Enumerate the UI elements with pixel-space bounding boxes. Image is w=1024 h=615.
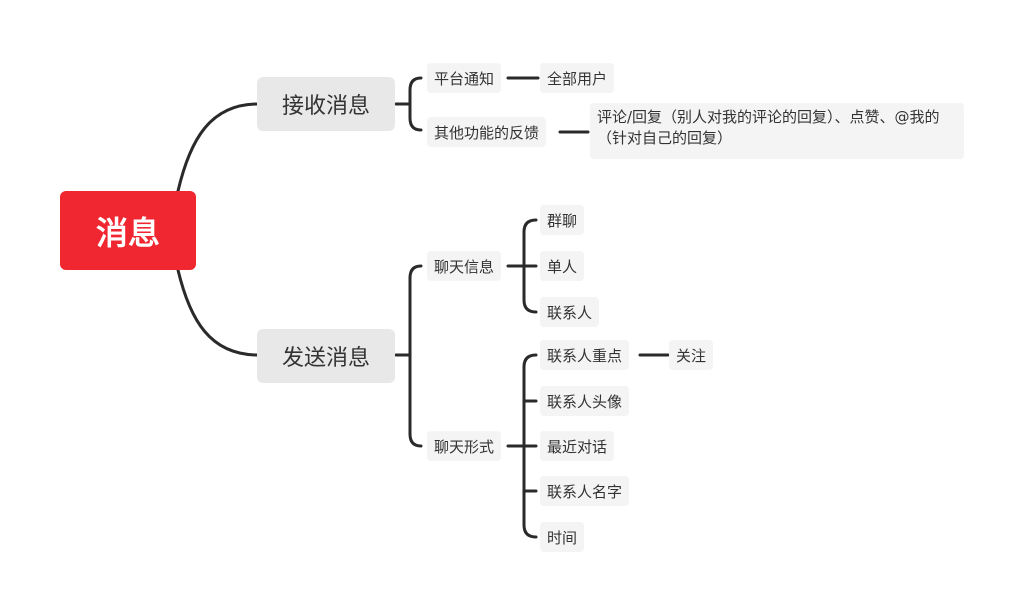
branch-send[interactable]: 发送消息 — [257, 329, 395, 383]
root-node[interactable]: 消息 — [60, 191, 196, 270]
node-contact-avatar[interactable]: 联系人头像 — [540, 386, 630, 416]
node-recent-chat[interactable]: 最近对话 — [540, 431, 615, 461]
node-group-chat[interactable]: 群聊 — [540, 205, 585, 235]
link-root-send — [176, 268, 260, 357]
branch-receive[interactable]: 接收消息 — [257, 77, 395, 131]
node-chat-form[interactable]: 聊天形式 — [427, 431, 502, 461]
node-contact-focus[interactable]: 联系人重点 — [540, 340, 630, 370]
link-send-bracket — [408, 264, 423, 448]
link-receive-bracket — [408, 76, 423, 132]
node-all-users[interactable]: 全部用户 — [540, 63, 615, 93]
node-chat-info[interactable]: 聊天信息 — [427, 251, 502, 281]
node-follow[interactable]: 关注 — [669, 340, 714, 370]
node-single[interactable]: 单人 — [540, 251, 585, 281]
link-root-receive — [176, 102, 260, 193]
node-time[interactable]: 时间 — [540, 522, 585, 552]
node-contacts[interactable]: 联系人 — [540, 297, 600, 327]
node-platform-notice[interactable]: 平台通知 — [427, 63, 502, 93]
node-feedback[interactable]: 其他功能的反馈 — [427, 117, 547, 147]
node-contact-name[interactable]: 联系人名字 — [540, 476, 630, 506]
node-feedback-detail[interactable]: 评论/回复（别人对我的评论的回复）、点赞、@我的（针对自己的回复） — [590, 103, 964, 159]
